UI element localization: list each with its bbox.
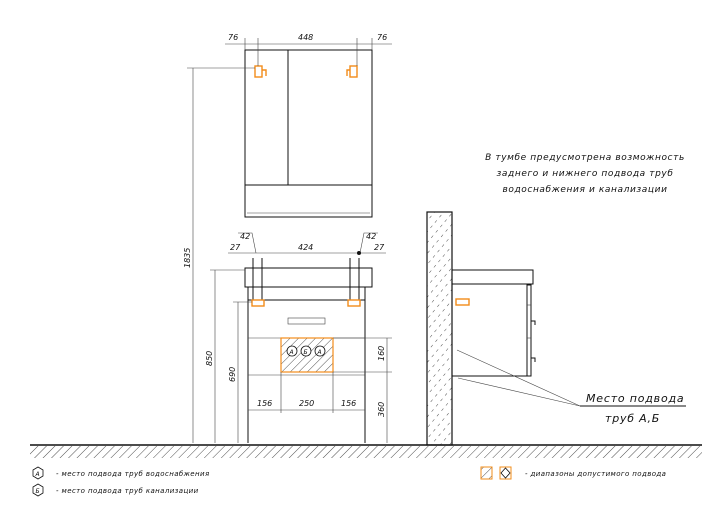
svg-text:Б: Б	[36, 488, 40, 495]
range-diamond-icon	[499, 466, 512, 480]
svg-text:А: А	[317, 349, 322, 356]
drawer-handle	[287, 317, 326, 325]
legend-text-range: - диапазоны допустимого подвода	[525, 470, 666, 478]
marker-a-icon: А	[286, 345, 298, 357]
dim-690: 690	[228, 367, 237, 382]
legend-symbol-b-icon: Б	[32, 483, 44, 497]
note-line: В тумбе предусмотрена возможность	[485, 153, 685, 163]
pipe-marker-left	[251, 299, 265, 307]
dim-42-right: 42	[366, 232, 376, 241]
legend: А - место подвода труб водоснабжения Б -…	[32, 466, 666, 497]
handle	[531, 320, 536, 325]
callout: Место подвода труб А,Б	[456, 349, 686, 425]
dim-156-left: 156	[257, 399, 272, 408]
callout-line2: труб А,Б	[605, 412, 660, 425]
dim-mirror-left: 76	[228, 33, 238, 42]
dim-250: 250	[299, 399, 314, 408]
vanity-side	[451, 269, 536, 377]
pipe-marker-side	[455, 298, 470, 306]
dim-360: 360	[377, 402, 386, 417]
dim-1835: 1835	[183, 248, 192, 268]
allowed-zone: А Б А	[280, 337, 334, 373]
floor	[30, 444, 702, 458]
dim-850: 850	[205, 351, 214, 366]
vanity-front: А Б А	[244, 258, 373, 443]
vanity-dimensions: 42 42 27 424 27 156 250 156 160 360 1835…	[183, 67, 392, 443]
legend-symbol-a-icon: А	[32, 466, 44, 480]
dim-27-right: 27	[374, 243, 385, 252]
mirror-cabinet	[244, 49, 373, 218]
dim-mirror-middle: 448	[298, 33, 313, 42]
legend-text-sewer: - место подвода труб канализации	[56, 487, 199, 495]
dim-42-left: 42	[240, 232, 250, 241]
range-hatch-icon	[480, 466, 493, 480]
wall	[426, 211, 453, 446]
dim-160: 160	[377, 346, 386, 361]
svg-text:А: А	[289, 349, 294, 356]
mirror-dimensions: 76 448 76	[225, 33, 392, 66]
handle	[531, 357, 536, 362]
svg-text:Б: Б	[304, 349, 308, 356]
note-line: заднего и нижнего подвода труб	[497, 169, 674, 179]
pipe-marker-right	[346, 65, 358, 78]
dim-27-left: 27	[230, 243, 241, 252]
pipe-marker-right	[347, 299, 361, 307]
pipe-marker-left	[254, 65, 267, 78]
marker-a-icon: А	[314, 345, 326, 357]
note: В тумбе предусмотрена возможность заднег…	[485, 153, 685, 195]
callout-line1: Место подвода	[586, 392, 684, 405]
note-line: водоснабжения и канализации	[502, 185, 667, 195]
dim-mirror-right: 76	[377, 33, 387, 42]
dim-156-right: 156	[341, 399, 356, 408]
svg-text:А: А	[35, 471, 40, 478]
legend-text-water: - место подвода труб водоснабжения	[56, 470, 210, 478]
marker-b-icon: Б	[300, 345, 312, 357]
dim-424: 424	[298, 243, 313, 252]
